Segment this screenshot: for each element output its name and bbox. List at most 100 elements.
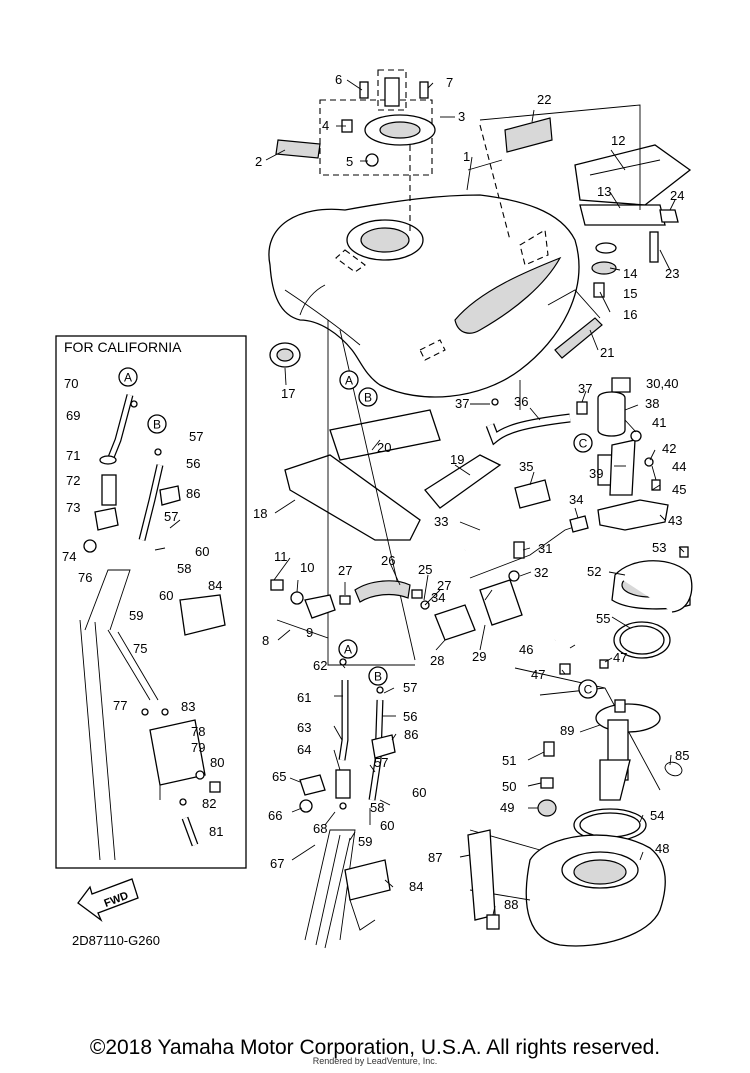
valve-cluster[interactable] bbox=[576, 377, 669, 531]
part-number-label: 82 bbox=[202, 796, 216, 811]
part-number-label: 74 bbox=[62, 549, 76, 564]
copyright-text: ©2018 Yamaha Motor Corporation, U.S.A. A… bbox=[89, 1036, 661, 1059]
california-parts[interactable] bbox=[79, 394, 226, 861]
fuel-tank[interactable] bbox=[268, 194, 580, 398]
part-number-label: 60 bbox=[412, 785, 426, 800]
part-number-label: 57 bbox=[189, 429, 203, 444]
part-number-label: 86 bbox=[404, 727, 418, 742]
bracket-87 bbox=[467, 829, 496, 921]
part-number-label: 57 bbox=[164, 509, 178, 524]
stud-bolt bbox=[649, 231, 659, 263]
part-number-label: 88 bbox=[504, 897, 518, 912]
clip-35 bbox=[514, 479, 551, 509]
part-number-label: 10 bbox=[300, 560, 314, 575]
part-number-label: 11 bbox=[274, 549, 288, 564]
part-number-label: 77 bbox=[113, 698, 127, 713]
part-number-label: 71 bbox=[66, 448, 80, 463]
part-number-label: 3 bbox=[458, 109, 465, 124]
center-hose-group[interactable] bbox=[299, 680, 396, 949]
part-number-label: 37 bbox=[455, 396, 469, 411]
part-number-label: 9 bbox=[306, 625, 313, 640]
bolt bbox=[593, 282, 605, 298]
california-box bbox=[55, 335, 247, 869]
part-number-label: 61 bbox=[297, 690, 311, 705]
part-number-label: 56 bbox=[403, 709, 417, 724]
reference-letter: A bbox=[124, 371, 132, 385]
part-number-label: 62 bbox=[313, 658, 327, 673]
damper-19 bbox=[424, 454, 502, 509]
fuel-sender-cluster[interactable] bbox=[270, 524, 581, 641]
part-number-label: 43 bbox=[668, 513, 682, 528]
part-number-label: 37 bbox=[578, 381, 592, 396]
part-number-label: 39 bbox=[589, 466, 603, 481]
part-number-label: 26 bbox=[381, 553, 395, 568]
reference-letter: B bbox=[374, 670, 382, 684]
pump-cover-48[interactable] bbox=[469, 829, 666, 947]
part-number-label: 81 bbox=[209, 824, 223, 839]
part-number-label: 56 bbox=[186, 456, 200, 471]
part-number-label: 7 bbox=[446, 75, 453, 90]
part-number-label: 17 bbox=[281, 386, 295, 401]
part-number-label: 87 bbox=[428, 850, 442, 865]
tank-top-cover[interactable] bbox=[479, 104, 692, 241]
part-number-label: 57 bbox=[403, 680, 417, 695]
part-number-label: 80 bbox=[210, 755, 224, 770]
part-number-label: 25 bbox=[418, 562, 432, 577]
part-number-label: 14 bbox=[623, 266, 637, 281]
part-number-label: 21 bbox=[600, 345, 614, 360]
part-number-label: 51 bbox=[502, 753, 516, 768]
part-number-label: 24 bbox=[670, 188, 684, 203]
part-number-label: 12 bbox=[611, 133, 625, 148]
decal-left bbox=[275, 139, 321, 159]
part-number-label: 35 bbox=[519, 459, 533, 474]
part-number-label: 36 bbox=[514, 394, 528, 409]
diagram-code: 2D87110-G260 bbox=[72, 933, 160, 948]
part-number-label: 89 bbox=[560, 723, 574, 738]
part-number-label: 30,40 bbox=[646, 376, 679, 391]
damper bbox=[591, 261, 617, 275]
part-number-label: 63 bbox=[297, 720, 311, 735]
part-number-label: 29 bbox=[472, 649, 486, 664]
damper-18 bbox=[284, 454, 421, 541]
part-number-label: 67 bbox=[270, 856, 284, 871]
part-number-label: 55 bbox=[596, 611, 610, 626]
reference-letter: B bbox=[153, 418, 161, 432]
part-number-label: 69 bbox=[66, 408, 80, 423]
bolt-51 bbox=[543, 741, 555, 757]
leader-lines bbox=[265, 79, 685, 916]
part-number-label: 57 bbox=[374, 755, 388, 770]
part-number-label: 83 bbox=[181, 699, 195, 714]
part-number-label: 32 bbox=[534, 565, 548, 580]
part-number-label: 8 bbox=[262, 633, 269, 648]
part-number-label: 78 bbox=[191, 724, 205, 739]
part-number-label: 60 bbox=[380, 818, 394, 833]
part-number-label: 20 bbox=[377, 440, 391, 455]
reference-letter: C bbox=[579, 437, 588, 451]
part-number-label: 86 bbox=[186, 486, 200, 501]
part-number-label: 70 bbox=[64, 376, 78, 391]
washer bbox=[595, 242, 617, 254]
part-number-label: 18 bbox=[253, 506, 267, 521]
fuel-pump[interactable] bbox=[595, 699, 661, 801]
part-number-label: 47 bbox=[613, 650, 627, 665]
part-number-label: 75 bbox=[133, 641, 147, 656]
part-number-label: 22 bbox=[537, 92, 551, 107]
part-number-label: 13 bbox=[597, 184, 611, 199]
part-number-label: 58 bbox=[177, 561, 191, 576]
part-number-label: 5 bbox=[346, 154, 353, 169]
part-number-label: 6 bbox=[335, 72, 342, 87]
tank-cap-assembly[interactable] bbox=[319, 69, 436, 235]
part-number-label: 19 bbox=[450, 452, 464, 467]
clip-34 bbox=[569, 515, 589, 533]
part-number-label: 2 bbox=[255, 154, 262, 169]
part-number-label: 33 bbox=[434, 514, 448, 529]
reference-circles bbox=[118, 367, 598, 699]
bolt-88 bbox=[486, 914, 500, 930]
part-number-label: 48 bbox=[655, 841, 669, 856]
part-number-label: 47 bbox=[531, 667, 545, 682]
part-number-label: 1 bbox=[463, 149, 470, 164]
part-number-label: 72 bbox=[66, 473, 80, 488]
damper-20 bbox=[329, 409, 441, 461]
part-number-label: 54 bbox=[650, 808, 664, 823]
